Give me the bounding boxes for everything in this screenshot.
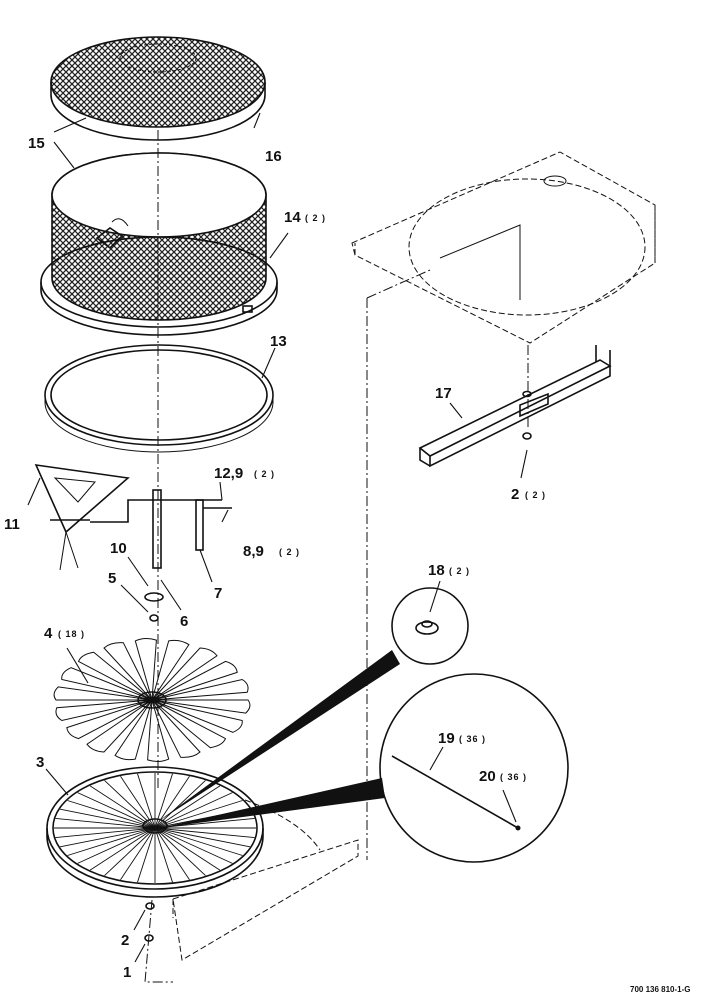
drawing-code: 700 136 810-1-G [630, 985, 691, 994]
fan-blade [66, 699, 153, 740]
callout-7: 7 [214, 585, 222, 602]
wheel-spoke [154, 827, 233, 864]
wheel-spoke [154, 792, 233, 829]
callout-14: 14 [284, 209, 301, 226]
callout-2-bar-qty: ( 2 ) [525, 490, 546, 500]
callout-12-9: 12,9 [214, 465, 243, 482]
callout-2-bottom: 2 [121, 932, 129, 949]
wheel-spoke [60, 827, 156, 848]
detail-circle-bearing [156, 587, 469, 823]
shaft-assembly [144, 489, 164, 622]
callout-5: 5 [108, 570, 116, 587]
support-bar [418, 345, 612, 468]
callout-19-qty: ( 36 ) [459, 734, 486, 744]
callout-20-qty: ( 36 ) [500, 772, 527, 782]
fan-blade [151, 678, 249, 701]
callout-4-qty: ( 18 ) [58, 629, 85, 639]
callout-6: 6 [180, 613, 188, 630]
fan-blade [151, 639, 190, 701]
callout-13: 13 [270, 333, 287, 350]
callout-4: 4 [44, 625, 53, 642]
callout-14-qty: ( 2 ) [305, 213, 326, 223]
callout-17: 17 [435, 385, 452, 402]
wheel-spoke [154, 827, 250, 848]
callout-19: 19 [438, 730, 455, 747]
wheel-spoke [154, 827, 190, 880]
fan-blade [103, 642, 153, 701]
fan-blade [151, 699, 201, 758]
callout-3: 3 [36, 754, 44, 771]
center-lines [144, 130, 529, 983]
wheel-spoke [154, 827, 173, 883]
fan-blade [151, 699, 243, 733]
wheel-spoke [104, 780, 156, 829]
callout-11: 11 [4, 516, 20, 533]
fan-blade [151, 660, 238, 701]
callout-labels: 15 16 14 ( 2 ) 13 12,9 ( 2 ) 11 8,9 ( 2 … [4, 135, 691, 994]
wheel-spoke [154, 780, 206, 829]
screen-cylinder [40, 152, 278, 336]
callout-18-qty: ( 2 ) [449, 566, 470, 576]
wheel-spoke [55, 817, 156, 829]
fan-blade [114, 699, 153, 761]
fan-blade [61, 667, 153, 701]
callout-15: 15 [28, 135, 45, 152]
deflector-plate [34, 464, 130, 571]
spoked-wheel [46, 766, 264, 898]
wheel-spoke [154, 827, 206, 876]
top-screen-cover [50, 36, 266, 141]
bottom-fasteners [144, 902, 155, 942]
callout-1: 1 [123, 964, 131, 981]
wheel-spoke [154, 800, 243, 829]
callout-8-9-qty: ( 2 ) [279, 547, 300, 557]
wheel-spoke [55, 827, 156, 839]
wheel-spoke [154, 827, 243, 856]
wheel-spoke [67, 800, 156, 829]
wheel-spoke [154, 827, 221, 871]
housing-outline [172, 151, 656, 961]
wheel-spoke [77, 792, 156, 829]
fan-blades [53, 638, 251, 762]
gasket-ring [44, 344, 274, 453]
callout-18: 18 [428, 562, 445, 579]
wheel-spoke [120, 827, 156, 880]
callout-2-bar: 2 [511, 486, 519, 503]
callout-8-9: 8,9 [243, 543, 264, 560]
leader-lines [27, 112, 528, 963]
wheel-spoke [89, 827, 156, 871]
fan-blade [86, 699, 153, 753]
wheel-spoke [104, 827, 156, 876]
fan-blade [77, 651, 153, 701]
callout-16: 16 [265, 148, 282, 165]
wheel-spoke [137, 827, 156, 883]
callout-12-9-qty: ( 2 ) [254, 469, 275, 479]
fan-blade [147, 699, 170, 762]
callout-10: 10 [110, 540, 127, 557]
fan-blade [151, 699, 251, 714]
wheel-spoke [60, 808, 156, 829]
fan-blade [151, 647, 218, 701]
wire-brackets [50, 499, 232, 551]
fan-blade [55, 699, 153, 722]
wheel-spoke [154, 785, 221, 829]
fan-hub [137, 691, 167, 709]
fan-blade [134, 638, 157, 701]
callout-20: 20 [479, 768, 496, 785]
detail-circle-spoke [160, 673, 569, 863]
wheel-spoke [89, 785, 156, 829]
fan-blade [53, 686, 153, 701]
fan-blade [151, 699, 227, 749]
wheel-spoke [154, 827, 255, 839]
wheel-spoke [77, 827, 156, 864]
wheel-spoke [67, 827, 156, 856]
